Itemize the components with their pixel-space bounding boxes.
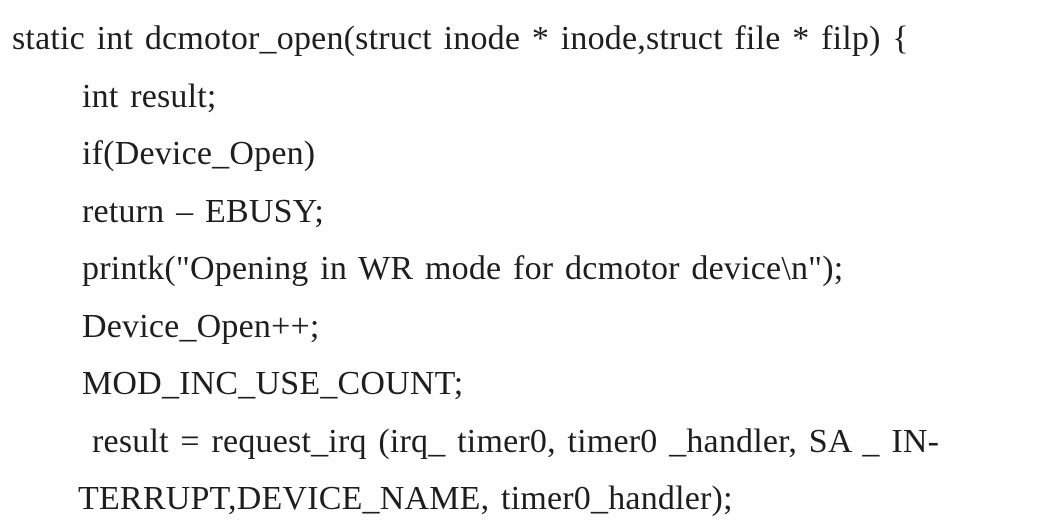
code-line-declaration: int result; [82,77,217,115]
code-line-request-irq: result = request_irq (irq_ timer0, timer… [92,422,940,460]
code-line-request-irq-continued: TERRUPT,DEVICE_NAME, timer0_handler); [78,480,733,517]
code-line-return-ebusy: return – EBUSY; [82,192,324,230]
code-line-if-statement: if(Device_Open) [82,135,316,172]
code-listing: static int dcmotor_open(struct inode * i… [0,10,1055,528]
code-line-mod-inc-use-count: MOD_INC_USE_COUNT; [82,365,464,402]
code-line-device-open-increment: Device_Open++; [82,307,320,345]
code-line-printk: printk("Opening in WR mode for dcmotor d… [82,250,844,287]
code-line-function-signature: static int dcmotor_open(struct inode * i… [12,20,909,57]
